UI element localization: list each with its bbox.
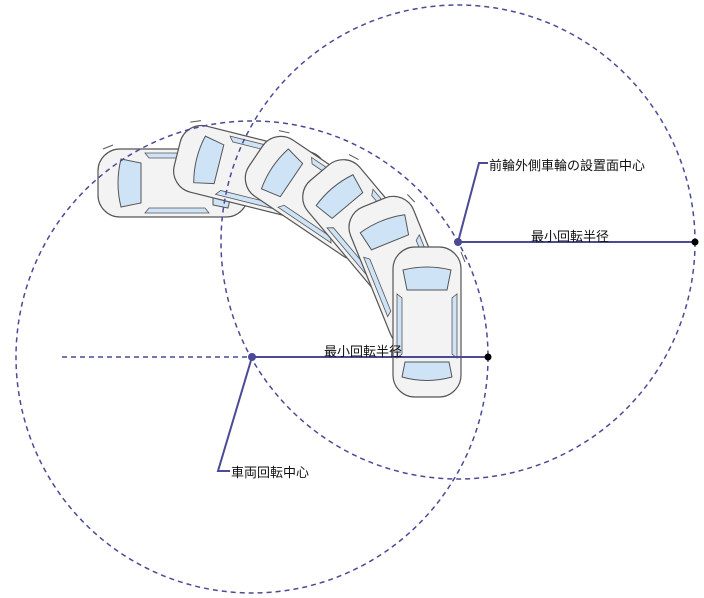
front-wheel-leader (457, 162, 488, 243)
inner-min-radius-label: 最小回転半径 (324, 345, 403, 360)
outer-min-radius-label: 最小回転半径 (531, 230, 610, 245)
turning-center-point (248, 353, 256, 361)
turning-center-leader (216, 356, 253, 472)
vehicle-sweep (97, 116, 466, 398)
vehicle-turning-center-label: 車両回転中心 (231, 466, 310, 481)
front-wheel-point (454, 238, 462, 246)
car-position-6 (392, 246, 466, 398)
inner-radius-end-point (484, 353, 492, 361)
outer-radius-end-point (691, 238, 699, 246)
front-wheel-contact-label: 前輪外側車輪の設置面中心 (489, 159, 646, 174)
